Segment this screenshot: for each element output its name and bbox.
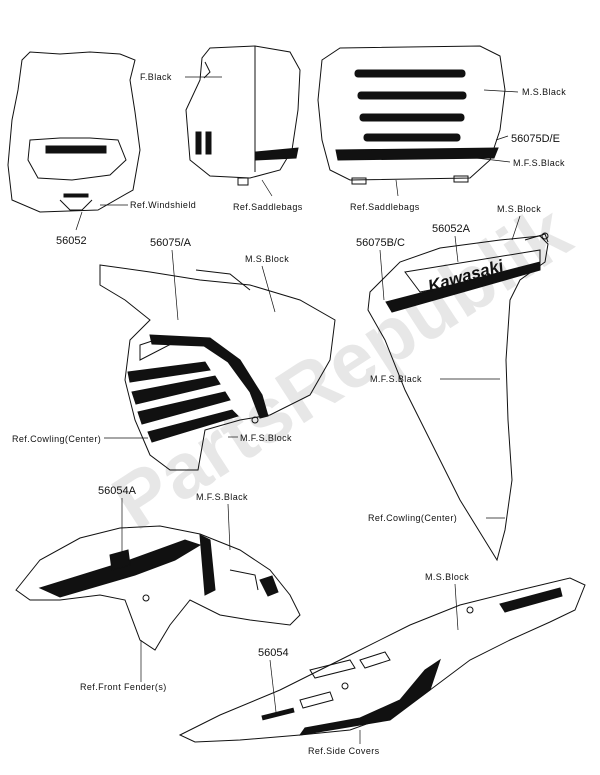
side-cover-part [178, 577, 586, 743]
front-fender-part [15, 525, 301, 651]
windshield-decal-56052 [63, 193, 89, 198]
cowling-left-part [99, 264, 336, 471]
label-part-56052: 56052 [56, 235, 87, 247]
saddlebag-left-part [185, 45, 301, 186]
label-mfs-black-saddlebag: M.F.S.Black [513, 158, 565, 168]
label-mfs-black-fender: M.F.S.Black [196, 492, 248, 502]
label-part-56075de: 56075D/E [511, 133, 560, 145]
label-ref-saddlebags-left: Ref.Saddlebags [233, 202, 303, 212]
label-ref-side-covers: Ref.Side Covers [308, 746, 380, 756]
windshield-part [7, 51, 141, 213]
label-ms-black-sidecover: M.S.Block [425, 572, 469, 582]
label-mfs-black-cowl-left: M.F.S.Block [240, 433, 292, 443]
label-ref-windshield: Ref.Windshield [130, 200, 196, 210]
label-mfs-black-cowl-right: M.F.S.Black [370, 374, 422, 384]
label-part-56075a: 56075/A [150, 237, 192, 249]
label-ref-saddlebags-right: Ref.Saddlebags [350, 202, 420, 212]
label-part-56052a: 56052A [432, 223, 471, 235]
side-cover-decal-56054 [261, 707, 295, 721]
label-ms-black-cowl-left: M.S.Block [245, 254, 289, 264]
label-ref-cowling-center-right: Ref.Cowling(Center) [368, 513, 457, 523]
label-part-56054: 56054 [258, 647, 289, 659]
label-ms-black-saddlebag: M.S.Black [522, 87, 566, 97]
label-ref-front-fender: Ref.Front Fender(s) [80, 682, 167, 692]
saddlebag-right-part [317, 45, 506, 185]
label-f-black: F.Black [140, 72, 172, 82]
label-ref-cowling-center-left: Ref.Cowling(Center) [12, 434, 101, 444]
label-part-56075bc: 56075B/C [356, 237, 405, 249]
label-ms-black-cowl-right: M.S.Block [497, 204, 541, 214]
label-part-56054a: 56054A [98, 485, 137, 497]
